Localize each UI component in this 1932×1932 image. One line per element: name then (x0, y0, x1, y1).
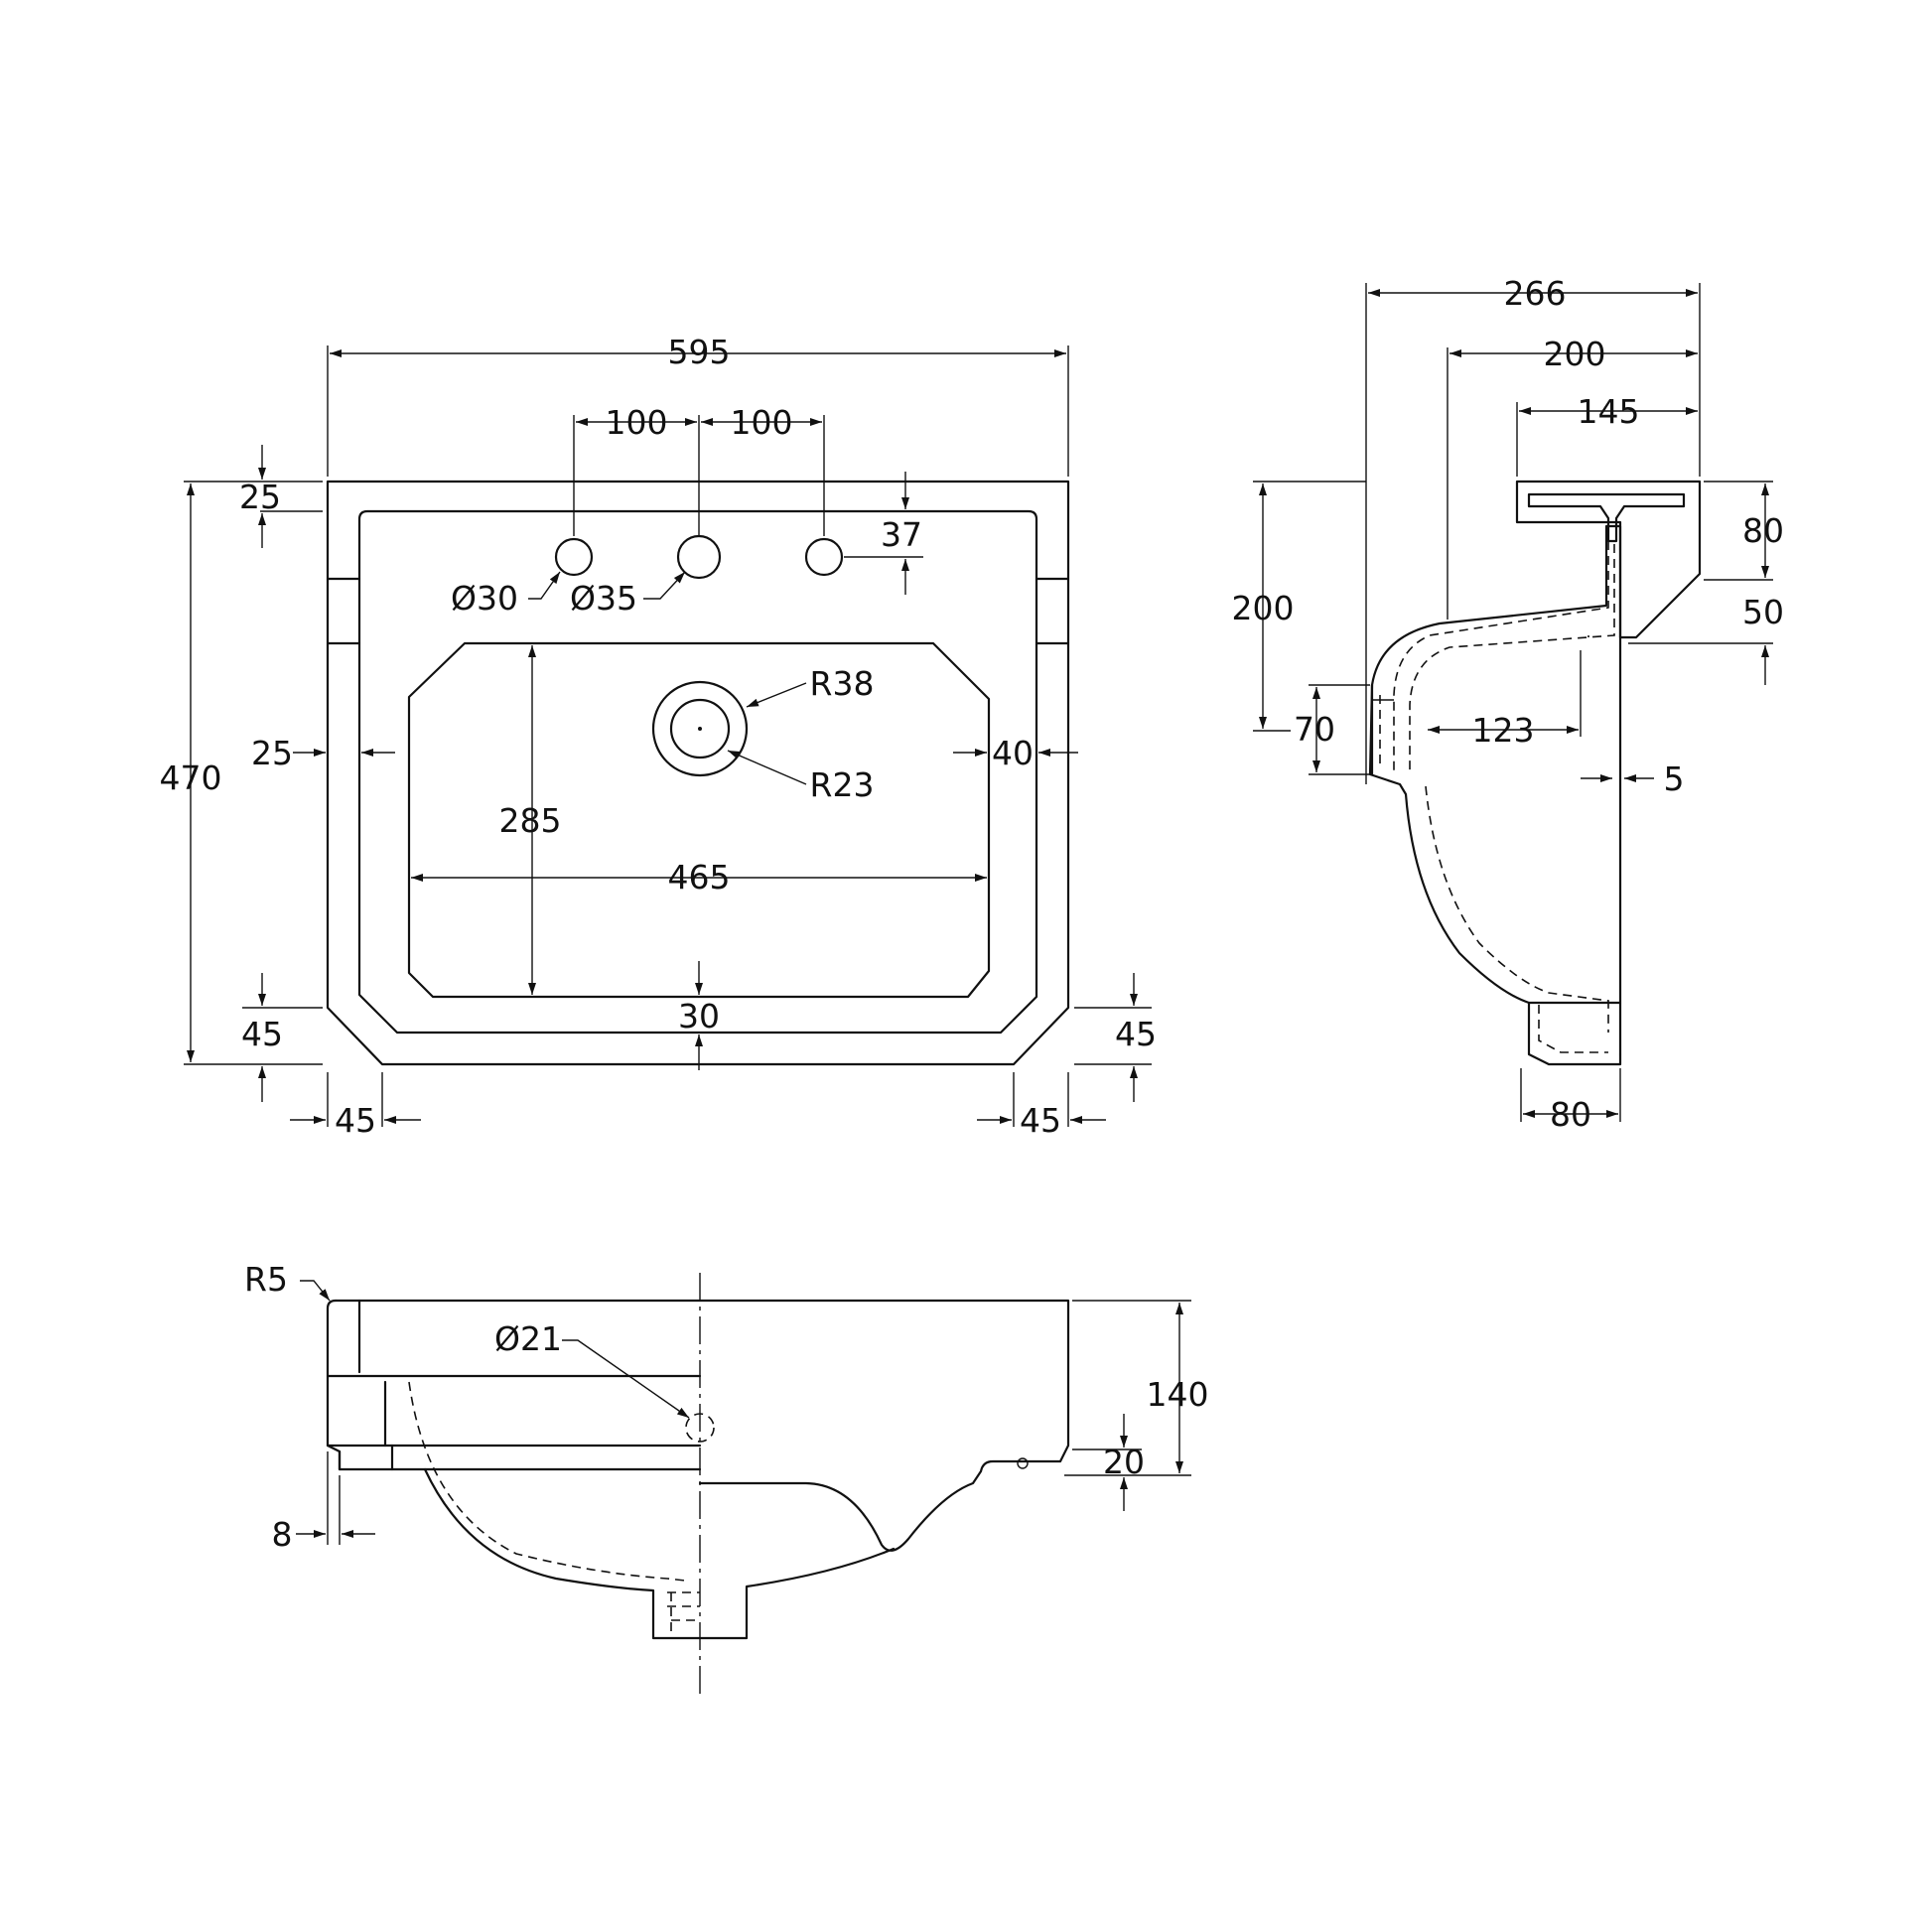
front-overflow-hole (685, 1413, 715, 1443)
label-tap-offset: 37 (881, 515, 922, 554)
label-chamfer-right-vertical: 45 (1115, 1015, 1157, 1053)
label-chamfer-left-vertical: 45 (241, 1015, 283, 1053)
label-bowl-depth: 285 (499, 801, 562, 840)
side-hidden-line (1425, 785, 1609, 1033)
side-top-hollow (1527, 492, 1686, 543)
label-front-edge-offset: 8 (272, 1515, 293, 1554)
label-side-overflow-width: 123 (1472, 711, 1535, 750)
leader-tap-hole-small (528, 571, 561, 600)
label-overall-depth: 470 (160, 759, 222, 797)
tap-hole-right (804, 537, 844, 577)
label-side-wall-thickness: 5 (1664, 759, 1685, 798)
leader-front-corner-radius (300, 1280, 331, 1302)
leader-waste-outer (746, 682, 807, 708)
side-top-block (1515, 480, 1702, 639)
label-overall-width: 595 (668, 333, 731, 371)
label-waste-outer: R38 (810, 664, 875, 703)
side-hidden-line (1409, 544, 1615, 774)
label-side-overflow-height: 70 (1294, 710, 1335, 749)
front-waste-hidden (667, 1591, 700, 1638)
front-bowl-right (698, 1547, 896, 1640)
leader-waste-inner (727, 750, 807, 785)
front-bowl-outer (423, 1467, 702, 1640)
label-chamfer-right-horizontal: 45 (1020, 1101, 1061, 1140)
label-side-depth-mid: 200 (1544, 335, 1606, 373)
label-front-height: 140 (1147, 1375, 1209, 1414)
plan-view: 595 100 100 25 37 Ø30 Ø35 R38 R23 470 (160, 333, 1158, 1140)
front-bowl-inner (408, 1381, 686, 1582)
label-front-corner-radius: R5 (244, 1260, 288, 1299)
waste-centre-point (698, 727, 702, 731)
label-front-foot-height: 20 (1103, 1443, 1145, 1481)
label-tap-spacing-left: 100 (606, 403, 668, 442)
label-bowl-width: 465 (668, 858, 731, 897)
leader-front-overflow-hole (562, 1339, 690, 1419)
label-rim-top: 25 (239, 478, 281, 516)
side-hidden-line (1538, 1005, 1608, 1053)
label-chamfer-left-horizontal: 45 (335, 1101, 376, 1140)
leader-tap-hole-large (643, 571, 686, 600)
front-top-rim (334, 1299, 1070, 1552)
label-side-top-height: 80 (1742, 511, 1784, 550)
front-fixing-hole (1017, 1457, 1029, 1469)
front-view: R5 Ø21 140 20 8 (244, 1260, 1209, 1700)
label-front-rim: 30 (678, 997, 720, 1035)
label-tap-hole-small: Ø30 (451, 579, 518, 618)
label-rim-right: 40 (992, 734, 1034, 772)
label-tap-spacing-right: 100 (731, 403, 793, 442)
waste-outer-circle (651, 680, 749, 777)
plan-outer-outline (326, 480, 1070, 1066)
label-front-overflow-hole: Ø21 (494, 1319, 562, 1358)
label-side-step-height: 50 (1742, 593, 1784, 631)
plan-inner-rim (357, 509, 1038, 1035)
label-side-depth-top: 145 (1578, 392, 1640, 431)
label-side-overall-depth: 266 (1504, 274, 1567, 313)
tap-hole-left (554, 537, 594, 577)
side-hidden-line (1393, 541, 1609, 774)
label-waste-inner: R23 (810, 765, 875, 804)
label-side-height: 200 (1232, 589, 1295, 627)
side-view: 266 200 145 80 50 200 70 123 (1232, 274, 1785, 1134)
label-rim-left: 25 (251, 734, 293, 772)
front-left-end (326, 1299, 702, 1471)
plan-bowl-outline (407, 641, 991, 999)
tap-hole-centre (676, 534, 722, 580)
label-side-base-width: 80 (1550, 1095, 1591, 1134)
side-body-outline (1368, 524, 1622, 1066)
waste-inner-circle (669, 698, 731, 759)
label-tap-hole-large: Ø35 (570, 579, 637, 618)
